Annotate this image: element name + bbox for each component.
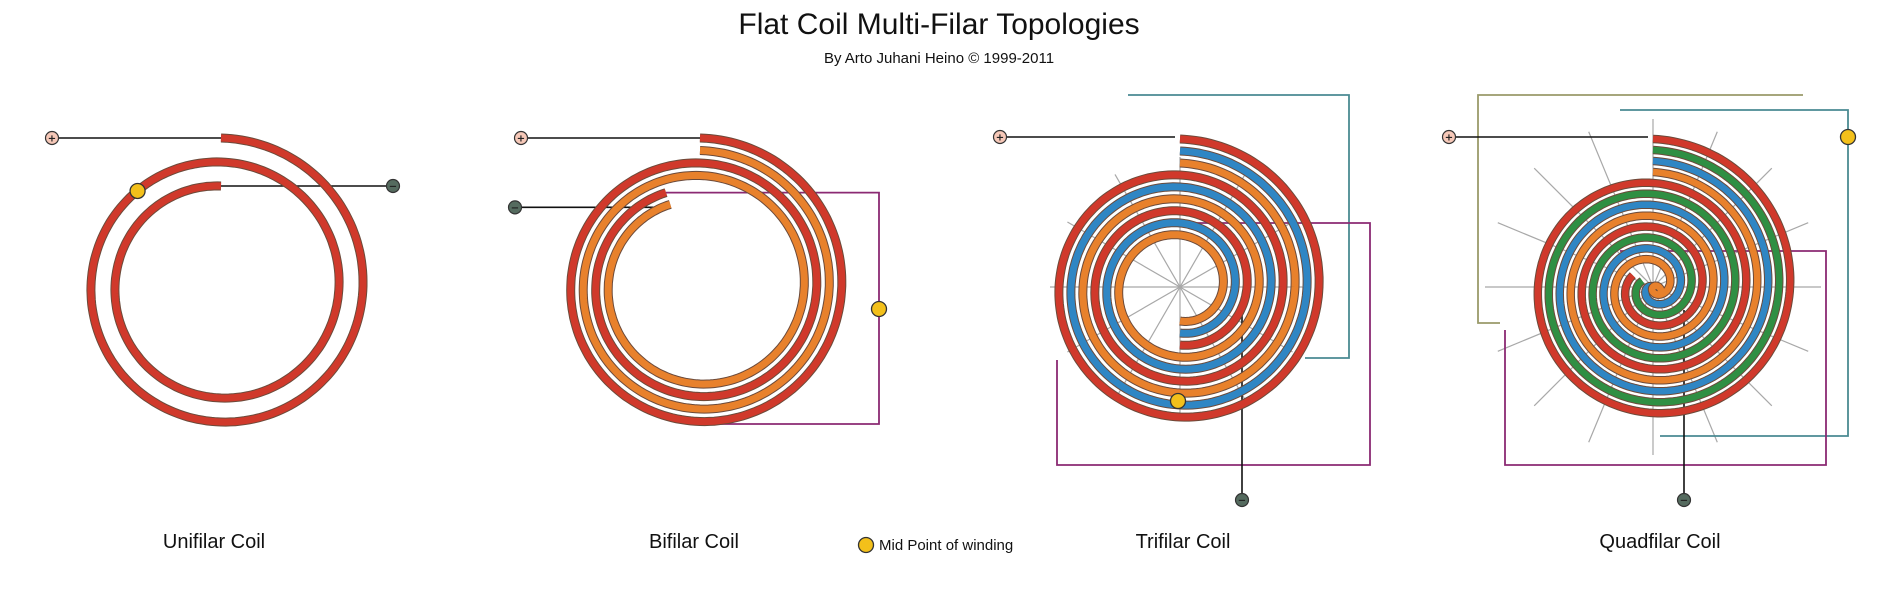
quadfilar-negative-terminal <box>1676 492 1692 508</box>
legend: Mid Point of winding <box>857 536 1013 554</box>
trifilar-wire-3 <box>1079 159 1299 397</box>
trifilar-coil-label: Trifilar Coil <box>1136 531 1231 553</box>
unifilar-wire <box>87 134 367 426</box>
mid-points <box>129 128 1857 410</box>
trifilar-mid-point <box>1169 392 1187 410</box>
quadfilar-negative-terminal-sign: − <box>1680 496 1688 507</box>
page-title: Flat Coil Multi-Filar Topologies <box>738 8 1140 41</box>
unifilar-negative-terminal-sign: − <box>389 182 397 193</box>
quadfilar-wire-3 <box>1556 157 1772 395</box>
trifilar-positive-terminal-sign: + <box>996 133 1004 144</box>
bifilar-positive-terminal-sign: + <box>517 134 525 145</box>
quadfilar-mid-point <box>1839 128 1857 146</box>
unifilar-positive-terminal-sign: + <box>48 134 56 145</box>
unifilar-negative-terminal <box>385 178 401 194</box>
trifilar-wire-1 <box>1055 135 1323 421</box>
bifilar-mid-point <box>870 300 888 318</box>
bifilar-wire-1 <box>567 134 846 426</box>
trifilar-negative-terminal <box>1234 492 1250 508</box>
trifilar-coil <box>1054 134 1324 422</box>
quadfilar-wire-2 <box>1545 146 1783 406</box>
bifilar-negative-terminal <box>507 200 523 215</box>
trifilar-jumper-teal <box>1128 94 1350 359</box>
unifilar-positive-terminal <box>44 130 60 146</box>
bifilar-coil-label: Bifilar Coil <box>649 531 739 553</box>
bifilar-wire-2 <box>579 147 833 413</box>
jumper-connections <box>666 94 1849 466</box>
trifilar-wire-2 <box>1067 147 1311 409</box>
bifilar-coil <box>566 133 847 427</box>
unifilar-mid-point <box>129 182 146 200</box>
quadfilar-positive-terminal <box>1441 129 1457 145</box>
quadfilar-jumper-teal <box>1620 109 1849 437</box>
trifilar-positive-terminal <box>992 129 1008 145</box>
mid-point-dot-icon <box>857 536 875 554</box>
legend-label: Mid Point of winding <box>879 537 1013 554</box>
quadfilar-coil-label: Quadfilar Coil <box>1599 531 1720 553</box>
quadfilar-jumper-olive <box>1477 94 1803 324</box>
trifilar-negative-terminal-sign: − <box>1238 496 1246 507</box>
page-subtitle: By Arto Juhani Heino © 1999-2011 <box>823 50 1055 67</box>
quadfilar-positive-terminal-sign: + <box>1445 133 1453 144</box>
terminals: + − + − + − + − <box>44 129 1692 508</box>
bifilar-negative-terminal-sign: − <box>511 203 519 214</box>
quadfilar-coil <box>1533 134 1795 418</box>
bifilar-positive-terminal <box>513 130 529 146</box>
quadfilar-wire-1 <box>1534 135 1794 417</box>
quadfilar-wire-4 <box>1567 168 1761 384</box>
unifilar-coil <box>86 133 368 427</box>
unifilar-coil-label: Unifilar Coil <box>163 531 265 553</box>
